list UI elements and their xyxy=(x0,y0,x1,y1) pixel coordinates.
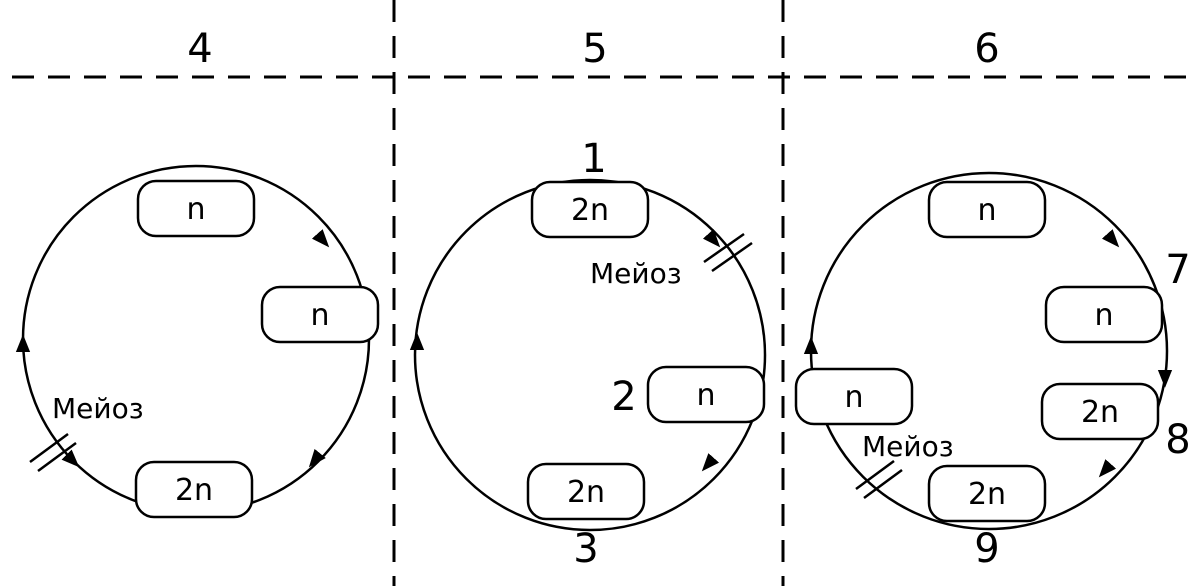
stage-box-label: n xyxy=(844,380,863,415)
arrow-head xyxy=(311,229,330,248)
meiosis-mark xyxy=(703,232,753,273)
stage-box xyxy=(1044,285,1164,344)
arrow-head xyxy=(1101,229,1120,248)
stage-box xyxy=(526,462,646,521)
stage-box-label: 2n xyxy=(571,193,609,228)
stage-box-label: n xyxy=(186,192,205,227)
arrow-head xyxy=(1098,459,1117,478)
stage-box xyxy=(530,180,650,239)
stage-number-7: 7 xyxy=(1165,247,1190,293)
stage-number-3: 3 xyxy=(573,526,598,572)
meiosis-label: Мейоз xyxy=(862,430,954,463)
meiosis-mark xyxy=(29,432,77,473)
meiosis-mark xyxy=(855,459,903,500)
stage-number-1: 1 xyxy=(581,136,606,182)
stage-number-9: 9 xyxy=(974,526,999,572)
stage-box-label: n xyxy=(1094,298,1113,333)
header-panel-4: 4 xyxy=(187,26,212,72)
stage-box xyxy=(794,367,914,426)
stage-box xyxy=(260,285,380,344)
stage-box xyxy=(646,365,766,424)
stage-box-label: 2n xyxy=(1081,395,1119,430)
meiosis-label: Мейоз xyxy=(52,392,144,425)
stage-box-label: 2n xyxy=(567,475,605,510)
meiosis-label: Мейоз xyxy=(590,257,682,290)
arrow-head xyxy=(701,453,720,472)
header-panel-6: 6 xyxy=(974,26,999,72)
stage-box xyxy=(136,179,256,238)
stage-box xyxy=(134,460,254,519)
stage-box xyxy=(927,464,1047,523)
panel-4: n n 2n Мейоз xyxy=(15,164,380,519)
stage-box xyxy=(927,180,1047,239)
stage-box-label: n xyxy=(977,193,996,228)
panel-6: n n 2n n 2n Мейоз 7 8 9 xyxy=(794,171,1191,572)
stage-number-2: 2 xyxy=(611,374,636,420)
stage-box-label: 2n xyxy=(968,477,1006,512)
header-panel-5: 5 xyxy=(582,26,607,72)
stage-box-label: 2n xyxy=(175,473,213,508)
panel-5: 2n n 2n Мейоз 1 2 3 xyxy=(409,136,767,572)
panel-dividers xyxy=(12,0,1192,586)
stage-box-label: n xyxy=(696,378,715,413)
stage-box-label: n xyxy=(310,298,329,333)
stage-number-8: 8 xyxy=(1165,417,1190,463)
arrow-head xyxy=(702,229,721,248)
cycle-circle-5 xyxy=(413,178,767,532)
stage-box xyxy=(1040,382,1160,441)
